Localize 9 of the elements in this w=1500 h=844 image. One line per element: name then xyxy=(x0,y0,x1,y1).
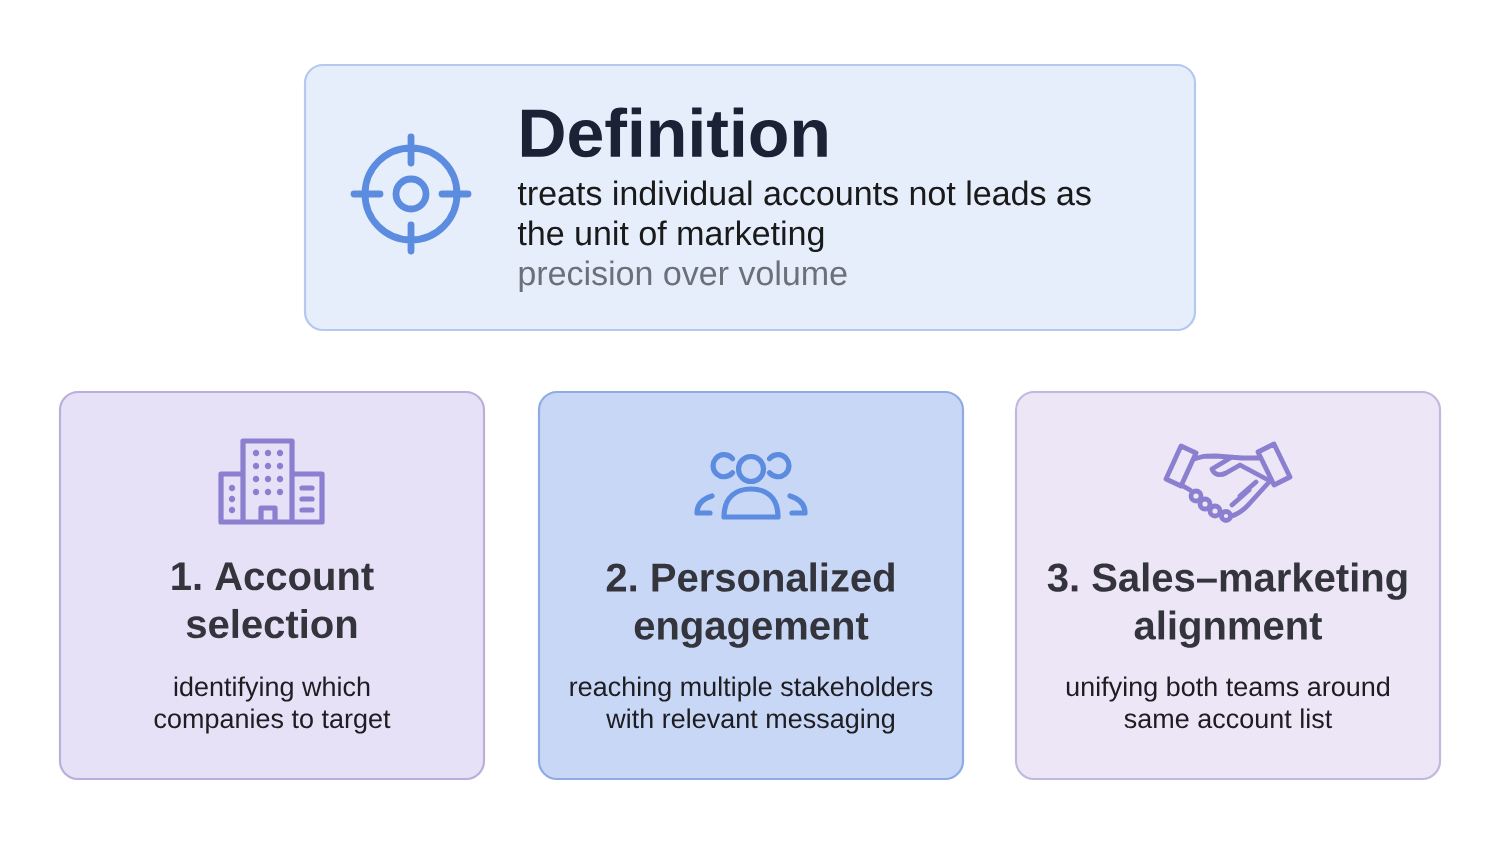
card-text: reaching multiple stakeholders with relevant messaging xyxy=(570,676,933,734)
card-text: unifying both teams around same account list xyxy=(1066,676,1390,729)
description: treats individual accounts not leads as the unit of marketing xyxy=(517,180,1091,253)
card-text: identifying which companies to target xyxy=(154,676,391,734)
tagline: precision over volume xyxy=(519,260,847,293)
card-title: 1. Account selection xyxy=(172,562,374,639)
card-title: 2. Personalized engagement xyxy=(606,562,894,648)
card-title: 3. Sales–marketing alignment xyxy=(1047,562,1407,648)
heading: Definition xyxy=(521,107,827,158)
